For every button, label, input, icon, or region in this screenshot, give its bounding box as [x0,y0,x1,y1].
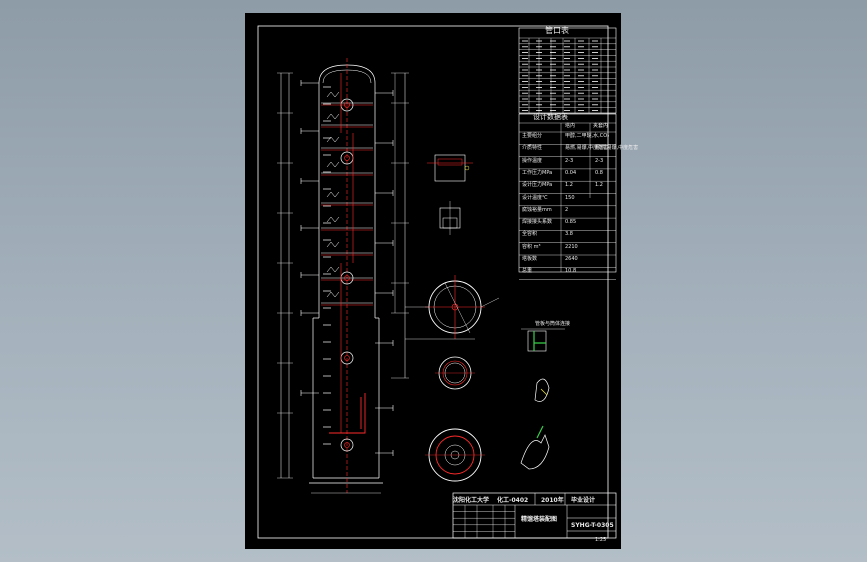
detail-flange-dot [464,165,470,171]
dimension-leader [480,297,500,308]
design-row-value-tower: 2640 [565,256,578,262]
nozzle-table-title: 管口表 [545,26,569,35]
drawing-sheet: 管口表 设计数据表 塔内 夹套内 主要组分 甲醇,二甲醚,水,CO₂ 介质特性 易燃,… [245,13,638,549]
section-hatch [444,282,471,334]
design-table-frame [518,113,617,273]
design-row-value-tower: 0.85 [565,219,577,226]
design-row-label: 腐蚀裕量mm [522,206,552,213]
design-row-label: 设计温度℃ [522,194,548,201]
weld-detail-2-yellow [540,388,548,396]
title-block-scale: 1:25 [595,537,607,543]
weld-detail-box [527,330,547,352]
manhole-3-center [344,275,350,281]
design-row-label: 设计压力MPa [522,182,553,189]
manhole-2-center [344,155,350,161]
design-row-value-tower: 150 [565,194,575,201]
section-center-hole [451,303,459,311]
design-row-value-jacket: 2-3 [595,157,604,164]
tray-downcomer [326,136,340,143]
manhole-1-center [344,102,350,108]
design-row-label: 总重 [522,268,533,275]
detail-flange-red [437,158,463,166]
detail-label: 管板与筒体连接 [535,321,571,327]
tray-downcomer [326,241,340,248]
design-row-label: 介质特性 [522,145,543,152]
design-row-value-jacket: 易燃,易爆,中度危害 [595,145,639,152]
design-col-header-tower: 塔内 [565,123,576,129]
title-block-project: 毕业设计 [571,497,596,504]
title-block-year: 2010年 [541,497,564,504]
tray-downcomer [326,191,340,198]
title-block-drawing-no: SYHG-T-0305 [571,522,614,529]
design-row-value-tower: 2 [565,206,569,213]
tray-downcomer [326,266,340,273]
title-block-drawing-name: 精馏塔装配图 [521,516,558,523]
weld-detail-3-green [536,425,544,439]
reboiler-loop [329,393,366,434]
title-block-university: 沈阳化工大学 [453,497,490,504]
design-row-label: 焊接接头系数 [522,219,553,226]
manhole-5-center [344,442,350,448]
tray-downcomer [326,216,340,223]
design-table-title: 设计数据表 [533,113,568,121]
drawing-border [257,25,609,539]
tray-downcomer [326,91,340,98]
design-row-value-tower: 1.2 [565,182,573,189]
design-row-value-tower: 甲醇,二甲醚,水,CO₂ [565,133,610,139]
cad-drawing-canvas [257,25,617,539]
design-row-label: 塔板数 [522,256,538,262]
design-row-value-tower: 2-3 [565,157,574,164]
design-row-label: 工作压力MPa [522,169,553,176]
title-block [452,492,617,539]
design-row-value-jacket: 1.2 [595,182,603,189]
manhole-4-center [344,355,350,361]
nozzle-table [518,27,617,114]
manhole-5 [340,438,354,452]
design-row-value-jacket: 0.8 [595,169,603,176]
tray-downcomer [326,291,340,298]
tray-downcomer [326,161,340,168]
title-block-class: 化工-0402 [497,497,529,504]
design-row-label: 操作温度 [522,157,543,164]
design-row-label: 容积 m³ [522,243,541,250]
weld-detail-green [533,331,546,351]
design-row-value-tower: 2210 [565,243,578,250]
design-row-value-tower: 3.8 [565,231,573,238]
weld-detail-2 [534,378,550,402]
design-row-value-tower: 10.8 [565,268,577,275]
weld-detail-3 [520,434,550,470]
design-row-value-tower: 0.04 [565,169,577,176]
design-row-value-tower: 易燃,易爆,中度危害 [565,145,609,152]
design-row-label: 主要组分 [522,133,543,139]
design-row-label: 全容积 [522,231,538,238]
tray-downcomer [326,113,340,120]
design-col-header-jacket: 夹套内 [593,123,609,129]
